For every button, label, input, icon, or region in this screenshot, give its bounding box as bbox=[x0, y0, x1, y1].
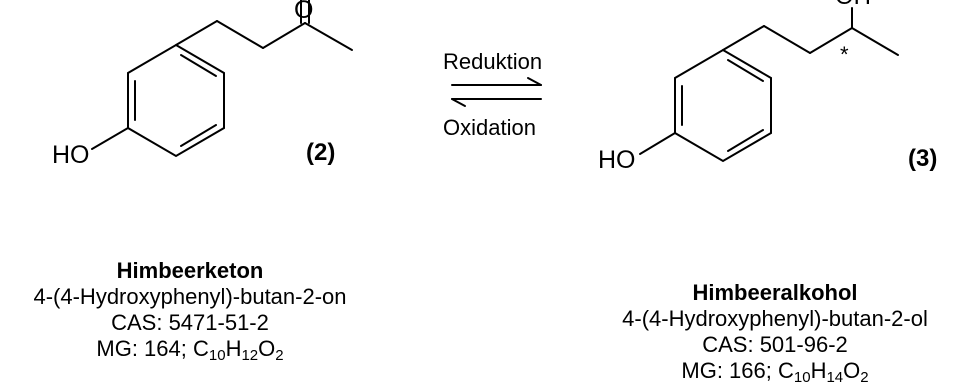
formula-element-h: H bbox=[810, 358, 827, 383]
forward-label: Reduktion bbox=[443, 49, 542, 74]
formula-count-h: 12 bbox=[241, 347, 259, 364]
compound-name: Himbeeralkohol bbox=[692, 280, 858, 305]
stereocenter-asterisk: * bbox=[840, 42, 849, 67]
formula-count-o: 2 bbox=[275, 347, 284, 364]
side-chain bbox=[175, 20, 353, 51]
molecule-himbeerketon bbox=[91, 0, 353, 158]
reaction-scheme: O HO (2) Reduktion Oxidation OH * HO (3) bbox=[52, 0, 937, 174]
formula-element-h: H bbox=[225, 336, 242, 361]
cas-number: CAS: 501-96-2 bbox=[702, 332, 848, 357]
benzene-ring bbox=[674, 48, 772, 163]
carbonyl-oxygen-label: O bbox=[294, 0, 313, 24]
compound-name: Himbeerketon bbox=[116, 258, 264, 283]
molecular-weight: MG: 164; bbox=[96, 336, 193, 361]
compound-number: (2) bbox=[306, 139, 335, 166]
formula-element-c: C bbox=[777, 358, 794, 383]
molecule-himbeeralkohol bbox=[639, 7, 899, 163]
formula-element-o: O bbox=[258, 336, 276, 361]
iupac-name: 4-(4-Hydroxyphenyl)-butan-2-ol bbox=[622, 306, 928, 331]
cas-number: CAS: 5471-51-2 bbox=[111, 310, 269, 335]
formula-element-o: O bbox=[843, 358, 861, 383]
formula-count-c: 10 bbox=[208, 347, 226, 364]
equilibrium-arrows bbox=[451, 77, 542, 107]
molecular-weight-formula: MG: 166; C10H14O2 bbox=[585, 358, 965, 386]
reverse-label: Oxidation bbox=[443, 115, 536, 140]
compound-number: (3) bbox=[908, 145, 937, 172]
formula-element-c: C bbox=[192, 336, 209, 361]
formula-count-o: 2 bbox=[860, 369, 869, 386]
hydroxyl-bond bbox=[639, 132, 676, 155]
molecular-weight: MG: 166; bbox=[681, 358, 778, 383]
side-chain bbox=[722, 25, 899, 56]
carbonyl-double-bond bbox=[300, 0, 310, 24]
benzene-ring bbox=[127, 43, 225, 158]
caption-himbeerketon: Himbeerketon 4-(4-Hydroxyphenyl)-butan-2… bbox=[30, 258, 350, 364]
formula-count-c: 10 bbox=[793, 369, 811, 386]
alcohol-oh-label: OH bbox=[835, 0, 871, 10]
molecular-weight-formula: MG: 164; C10H12O2 bbox=[30, 336, 350, 364]
formula-count-h: 14 bbox=[826, 369, 844, 386]
caption-himbeeralkohol: Himbeeralkohol 4-(4-Hydroxyphenyl)-butan… bbox=[585, 280, 965, 386]
iupac-name: 4-(4-Hydroxyphenyl)-butan-2-on bbox=[33, 284, 347, 309]
hydroxyl-label: HO bbox=[598, 146, 636, 174]
hydroxyl-label: HO bbox=[52, 141, 90, 169]
hydroxyl-bond bbox=[91, 127, 129, 150]
